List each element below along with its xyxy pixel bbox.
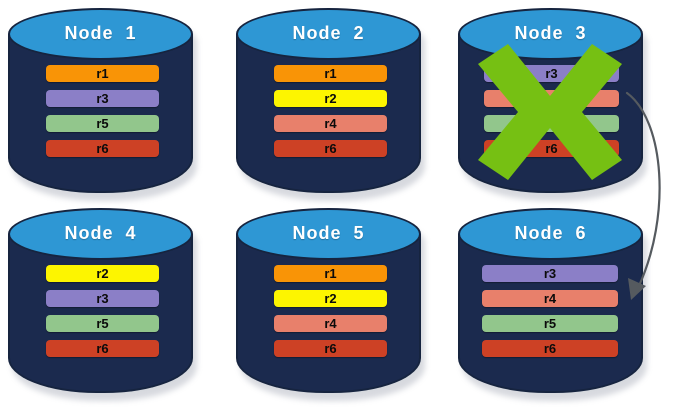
cylinder-top-disc bbox=[236, 8, 421, 60]
node-cylinder-2[interactable]: Node 2 r1 r2 r4 r6 bbox=[236, 8, 425, 201]
record-bar-r3[interactable]: r3 bbox=[46, 290, 159, 307]
cylinder-shape bbox=[8, 208, 193, 393]
record-bar-list: r2 r3 r5 r6 bbox=[46, 265, 159, 357]
cylinder-top-disc bbox=[236, 208, 421, 260]
node-cylinder-1[interactable]: Node 1 r1 r3 r5 r6 bbox=[8, 8, 197, 201]
cylinder-shape bbox=[8, 8, 193, 193]
record-bar-r5[interactable]: r5 bbox=[46, 115, 159, 132]
record-bar-r4[interactable]: r4 bbox=[274, 315, 387, 332]
record-bar-r1[interactable]: r1 bbox=[46, 65, 159, 82]
node-cylinder-4[interactable]: Node 4 r2 r3 r5 r6 bbox=[8, 208, 197, 401]
record-bar-r2[interactable]: r2 bbox=[274, 290, 387, 307]
record-bar-list: r1 r2 r4 r6 bbox=[274, 265, 387, 357]
cylinder-body bbox=[236, 234, 421, 393]
node-cylinder-6[interactable]: Node 6 r3 r4 r5 r6 bbox=[458, 208, 647, 401]
record-bar-r3[interactable]: r3 bbox=[484, 65, 619, 82]
cylinder-top-disc bbox=[8, 208, 193, 260]
record-bar-r4[interactable]: r4 bbox=[484, 90, 619, 107]
record-bar-r3[interactable]: r3 bbox=[482, 265, 618, 282]
cylinder-shape bbox=[458, 208, 643, 393]
record-bar-r6[interactable]: r6 bbox=[274, 340, 387, 357]
cylinder-body bbox=[458, 234, 643, 393]
cylinder-top-disc bbox=[458, 208, 643, 260]
node-label-6: Node 6 bbox=[514, 223, 587, 243]
record-bar-r5[interactable]: r5 bbox=[482, 315, 618, 332]
record-bar-list: r1 r3 r5 r6 bbox=[46, 65, 159, 157]
record-bar-r5[interactable]: r5 bbox=[46, 315, 159, 332]
record-bar-list: r3 r4 r5 r6 bbox=[484, 65, 619, 157]
record-bar-r4[interactable]: r4 bbox=[482, 290, 618, 307]
record-bar-r2[interactable]: r2 bbox=[274, 90, 387, 107]
node-label-5: Node 5 bbox=[292, 223, 365, 243]
cylinder-top-disc bbox=[8, 8, 193, 60]
cylinder-body bbox=[8, 234, 193, 393]
node-label-1: Node 1 bbox=[64, 23, 137, 43]
node-cylinder-5[interactable]: Node 5 r1 r2 r4 r6 bbox=[236, 208, 425, 401]
record-bar-list: r1 r2 r4 r6 bbox=[274, 65, 387, 157]
record-bar-list: r3 r4 r5 r6 bbox=[482, 265, 618, 357]
record-bar-r1[interactable]: r1 bbox=[274, 65, 387, 82]
node-label-2: Node 2 bbox=[292, 23, 365, 43]
record-bar-r3[interactable]: r3 bbox=[46, 90, 159, 107]
node-label-3: Node 3 bbox=[514, 23, 587, 43]
record-bar-r2[interactable]: r2 bbox=[46, 265, 159, 282]
record-bar-r5[interactable]: r5 bbox=[484, 115, 619, 132]
cylinder-body bbox=[236, 34, 421, 193]
record-bar-r6[interactable]: r6 bbox=[482, 340, 618, 357]
cylinder-shape bbox=[236, 208, 421, 393]
record-bar-r6[interactable]: r6 bbox=[46, 140, 159, 157]
cylinder-shape bbox=[236, 8, 421, 193]
record-bar-r1[interactable]: r1 bbox=[274, 265, 387, 282]
record-bar-r6[interactable]: r6 bbox=[46, 340, 159, 357]
record-bar-r6[interactable]: r6 bbox=[484, 140, 619, 157]
node-label-4: Node 4 bbox=[64, 223, 137, 243]
record-bar-r6[interactable]: r6 bbox=[274, 140, 387, 157]
record-bar-r4[interactable]: r4 bbox=[274, 115, 387, 132]
node-cylinder-3[interactable]: Node 3 r3 r4 r5 r6 bbox=[458, 8, 647, 201]
cylinder-body bbox=[8, 34, 193, 193]
